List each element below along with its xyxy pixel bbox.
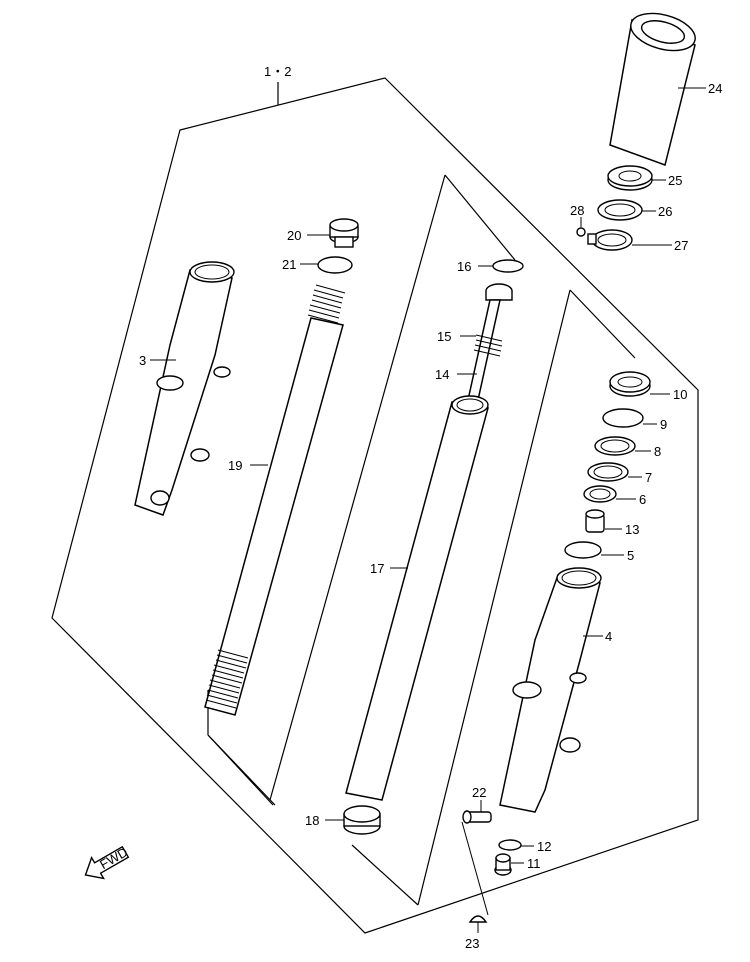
label-9: 9	[660, 417, 667, 432]
part-18-bushing	[325, 805, 381, 835]
part-9-stopper-ring	[602, 408, 657, 428]
panel-17-outline	[269, 174, 516, 906]
part-26-washer	[597, 199, 656, 221]
label-3: 3	[139, 353, 146, 368]
leader-22-23	[461, 821, 489, 916]
label-25: 25	[668, 173, 682, 188]
assembly-label: 1・2	[264, 64, 291, 79]
part-10-oil-seal	[609, 371, 670, 397]
part-22-bolt	[462, 800, 492, 824]
part-28-screw	[576, 217, 586, 237]
label-16: 16	[457, 259, 471, 274]
part-21-o-ring	[300, 256, 353, 274]
label-19: 19	[228, 458, 242, 473]
svg-text:FWD: FWD	[97, 844, 130, 872]
label-5: 5	[627, 548, 634, 563]
part-7-ring	[587, 462, 642, 482]
label-7: 7	[645, 470, 652, 485]
part-27-clamp	[587, 229, 672, 251]
label-11: 11	[527, 856, 541, 871]
label-18: 18	[305, 813, 319, 828]
label-4: 4	[605, 629, 612, 644]
part-14-damper-rod	[457, 283, 513, 401]
label-15: 15	[437, 329, 451, 344]
part-17-inner-tube	[345, 395, 489, 801]
label-10: 10	[673, 387, 687, 402]
part-23-cap	[468, 915, 488, 933]
label-26: 26	[658, 204, 672, 219]
part-11-drain-bolt	[494, 853, 524, 876]
label-6: 6	[639, 492, 646, 507]
label-27: 27	[674, 238, 688, 253]
part-6-bushing	[583, 485, 636, 503]
label-28: 28	[570, 203, 584, 218]
label-24: 24	[708, 81, 722, 96]
part-8-washer	[594, 436, 651, 456]
part-3-outer-tube	[134, 261, 235, 516]
label-13: 13	[625, 522, 639, 537]
part-5-stopper-ring	[564, 541, 624, 559]
label-14: 14	[435, 367, 449, 382]
assembly-boundary	[51, 77, 699, 934]
label-23: 23	[465, 936, 479, 951]
label-21: 21	[282, 257, 296, 272]
part-4-outer-tube	[499, 567, 603, 813]
part-13-oil-lock-piece	[585, 509, 622, 533]
part-24-cover	[609, 12, 706, 166]
panel-4-outline	[417, 289, 636, 906]
part-20-cap-bolt	[307, 218, 359, 248]
label-22: 22	[472, 785, 486, 800]
label-17: 17	[370, 561, 384, 576]
part-12-gasket	[498, 839, 534, 851]
label-20: 20	[287, 228, 301, 243]
part-25-nut	[607, 165, 666, 191]
label-8: 8	[654, 444, 661, 459]
part-16-ring	[478, 259, 524, 273]
fwd-arrow-icon: FWD	[84, 844, 130, 880]
part-19-spring	[204, 284, 346, 716]
label-12: 12	[537, 839, 551, 854]
